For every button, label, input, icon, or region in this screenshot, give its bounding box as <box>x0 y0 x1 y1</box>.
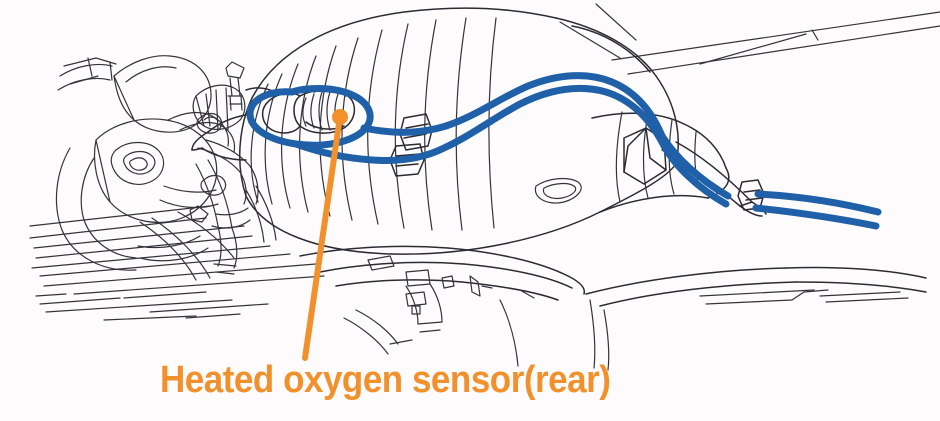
sensor-body-threads <box>302 91 339 131</box>
crossmember-detail <box>367 255 535 367</box>
callout-label: Heated oxygen sensor(rear) <box>160 359 611 401</box>
floor-bolt-bracket <box>343 291 427 355</box>
rear-panel-ribs <box>589 289 909 371</box>
sensor-connector-stub <box>225 61 245 111</box>
engine-accessory-housing <box>93 118 218 223</box>
subframe-diagonals <box>139 211 235 281</box>
sensor-wire-hanger-run-b <box>658 138 730 208</box>
sensor-wire-upper-run <box>360 72 666 140</box>
converter-emboss-oval <box>534 177 582 204</box>
sensor-wire-lower-run <box>292 84 666 164</box>
sensor-wire-tail-upper <box>754 190 882 216</box>
engine-lower-casing <box>55 147 209 271</box>
downpipe-and-hangers <box>195 159 277 275</box>
rear-floor-panel <box>585 266 927 307</box>
converter-outlet-cone <box>571 25 730 213</box>
callout-leader-line <box>302 114 343 361</box>
converter-rib-lines <box>250 17 497 231</box>
underbody-panel-lines <box>29 205 325 321</box>
starter-motor <box>192 84 246 131</box>
engine-assembly-outline <box>57 55 212 133</box>
heat-shield-bracket <box>623 127 667 185</box>
frame-rail-lines <box>559 3 940 75</box>
sensor-wire-tail-lower <box>752 204 880 230</box>
callout-leader-dot <box>332 109 348 125</box>
sensor-wire-hanger-run-a <box>658 132 732 200</box>
crossmember-brace <box>299 245 586 301</box>
